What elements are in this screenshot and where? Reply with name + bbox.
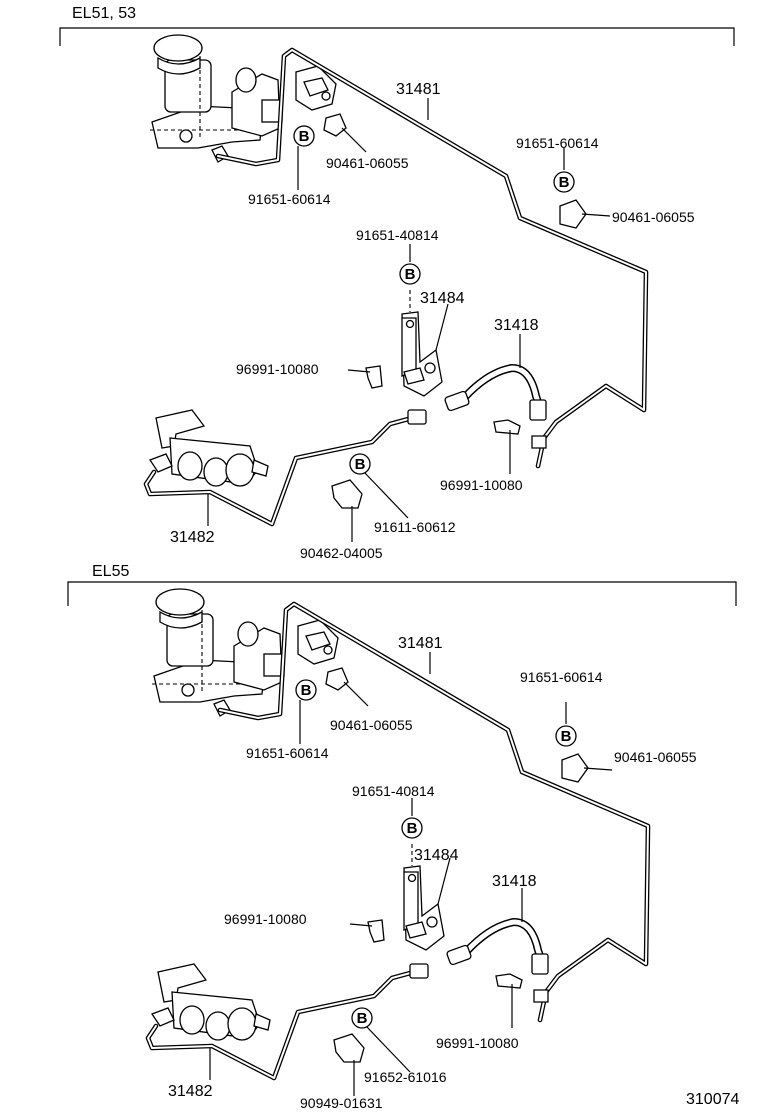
label-release-tube: 31482	[168, 1083, 213, 1100]
label-main-tube: 31481	[396, 81, 441, 98]
label-clip-bracket: 96991-10080	[236, 361, 319, 377]
label-main-tube: 31481	[398, 635, 443, 652]
label-clip-right: 90461-06055	[614, 749, 697, 765]
diagram-code: 310074	[686, 1091, 739, 1108]
label-tube-bolt-right: 91651-60614	[520, 669, 603, 685]
section-header: EL51, 53	[72, 5, 136, 22]
label-bolt-lower: 91611-60612	[374, 519, 456, 535]
label-clip-hose: 96991-10080	[436, 1035, 519, 1051]
label-bolt-lower: 91652-61016	[364, 1069, 447, 1085]
label-tube-bolt-right: 91651-60614	[516, 135, 599, 151]
label-clamp-lower: 90949-01631	[300, 1095, 383, 1111]
section-el51-53: EL51, 53 31481 91651-60614 90461-06055 9…	[59, 5, 735, 561]
label-bracket-bolt: 91651-40814	[352, 783, 435, 799]
label-hose: 31418	[492, 873, 537, 890]
label-clip-hose: 96991-10080	[440, 477, 523, 493]
label-clip-right: 90461-06055	[612, 209, 695, 225]
label-tube-bolt-left: 91651-60614	[248, 191, 331, 207]
label-clip-left: 90461-06055	[326, 155, 409, 171]
label-clip-left: 90461-06055	[330, 717, 413, 733]
label-bracket: 31484	[414, 847, 459, 864]
section-bracket-line	[67, 581, 737, 606]
label-clip-bracket: 96991-10080	[224, 911, 307, 927]
label-bracket: 31484	[420, 290, 465, 307]
label-release-tube: 31482	[170, 529, 215, 546]
section-bracket-line	[59, 27, 735, 46]
label-clamp-lower: 90462-04005	[300, 545, 383, 561]
section-el55: EL55 31481 91651-60614 90461-06055 91651…	[67, 563, 737, 1111]
label-tube-bolt-left: 91651-60614	[246, 745, 329, 761]
label-hose: 31418	[494, 317, 539, 334]
section-header: EL55	[92, 563, 129, 580]
label-bracket-bolt: 91651-40814	[356, 227, 439, 243]
